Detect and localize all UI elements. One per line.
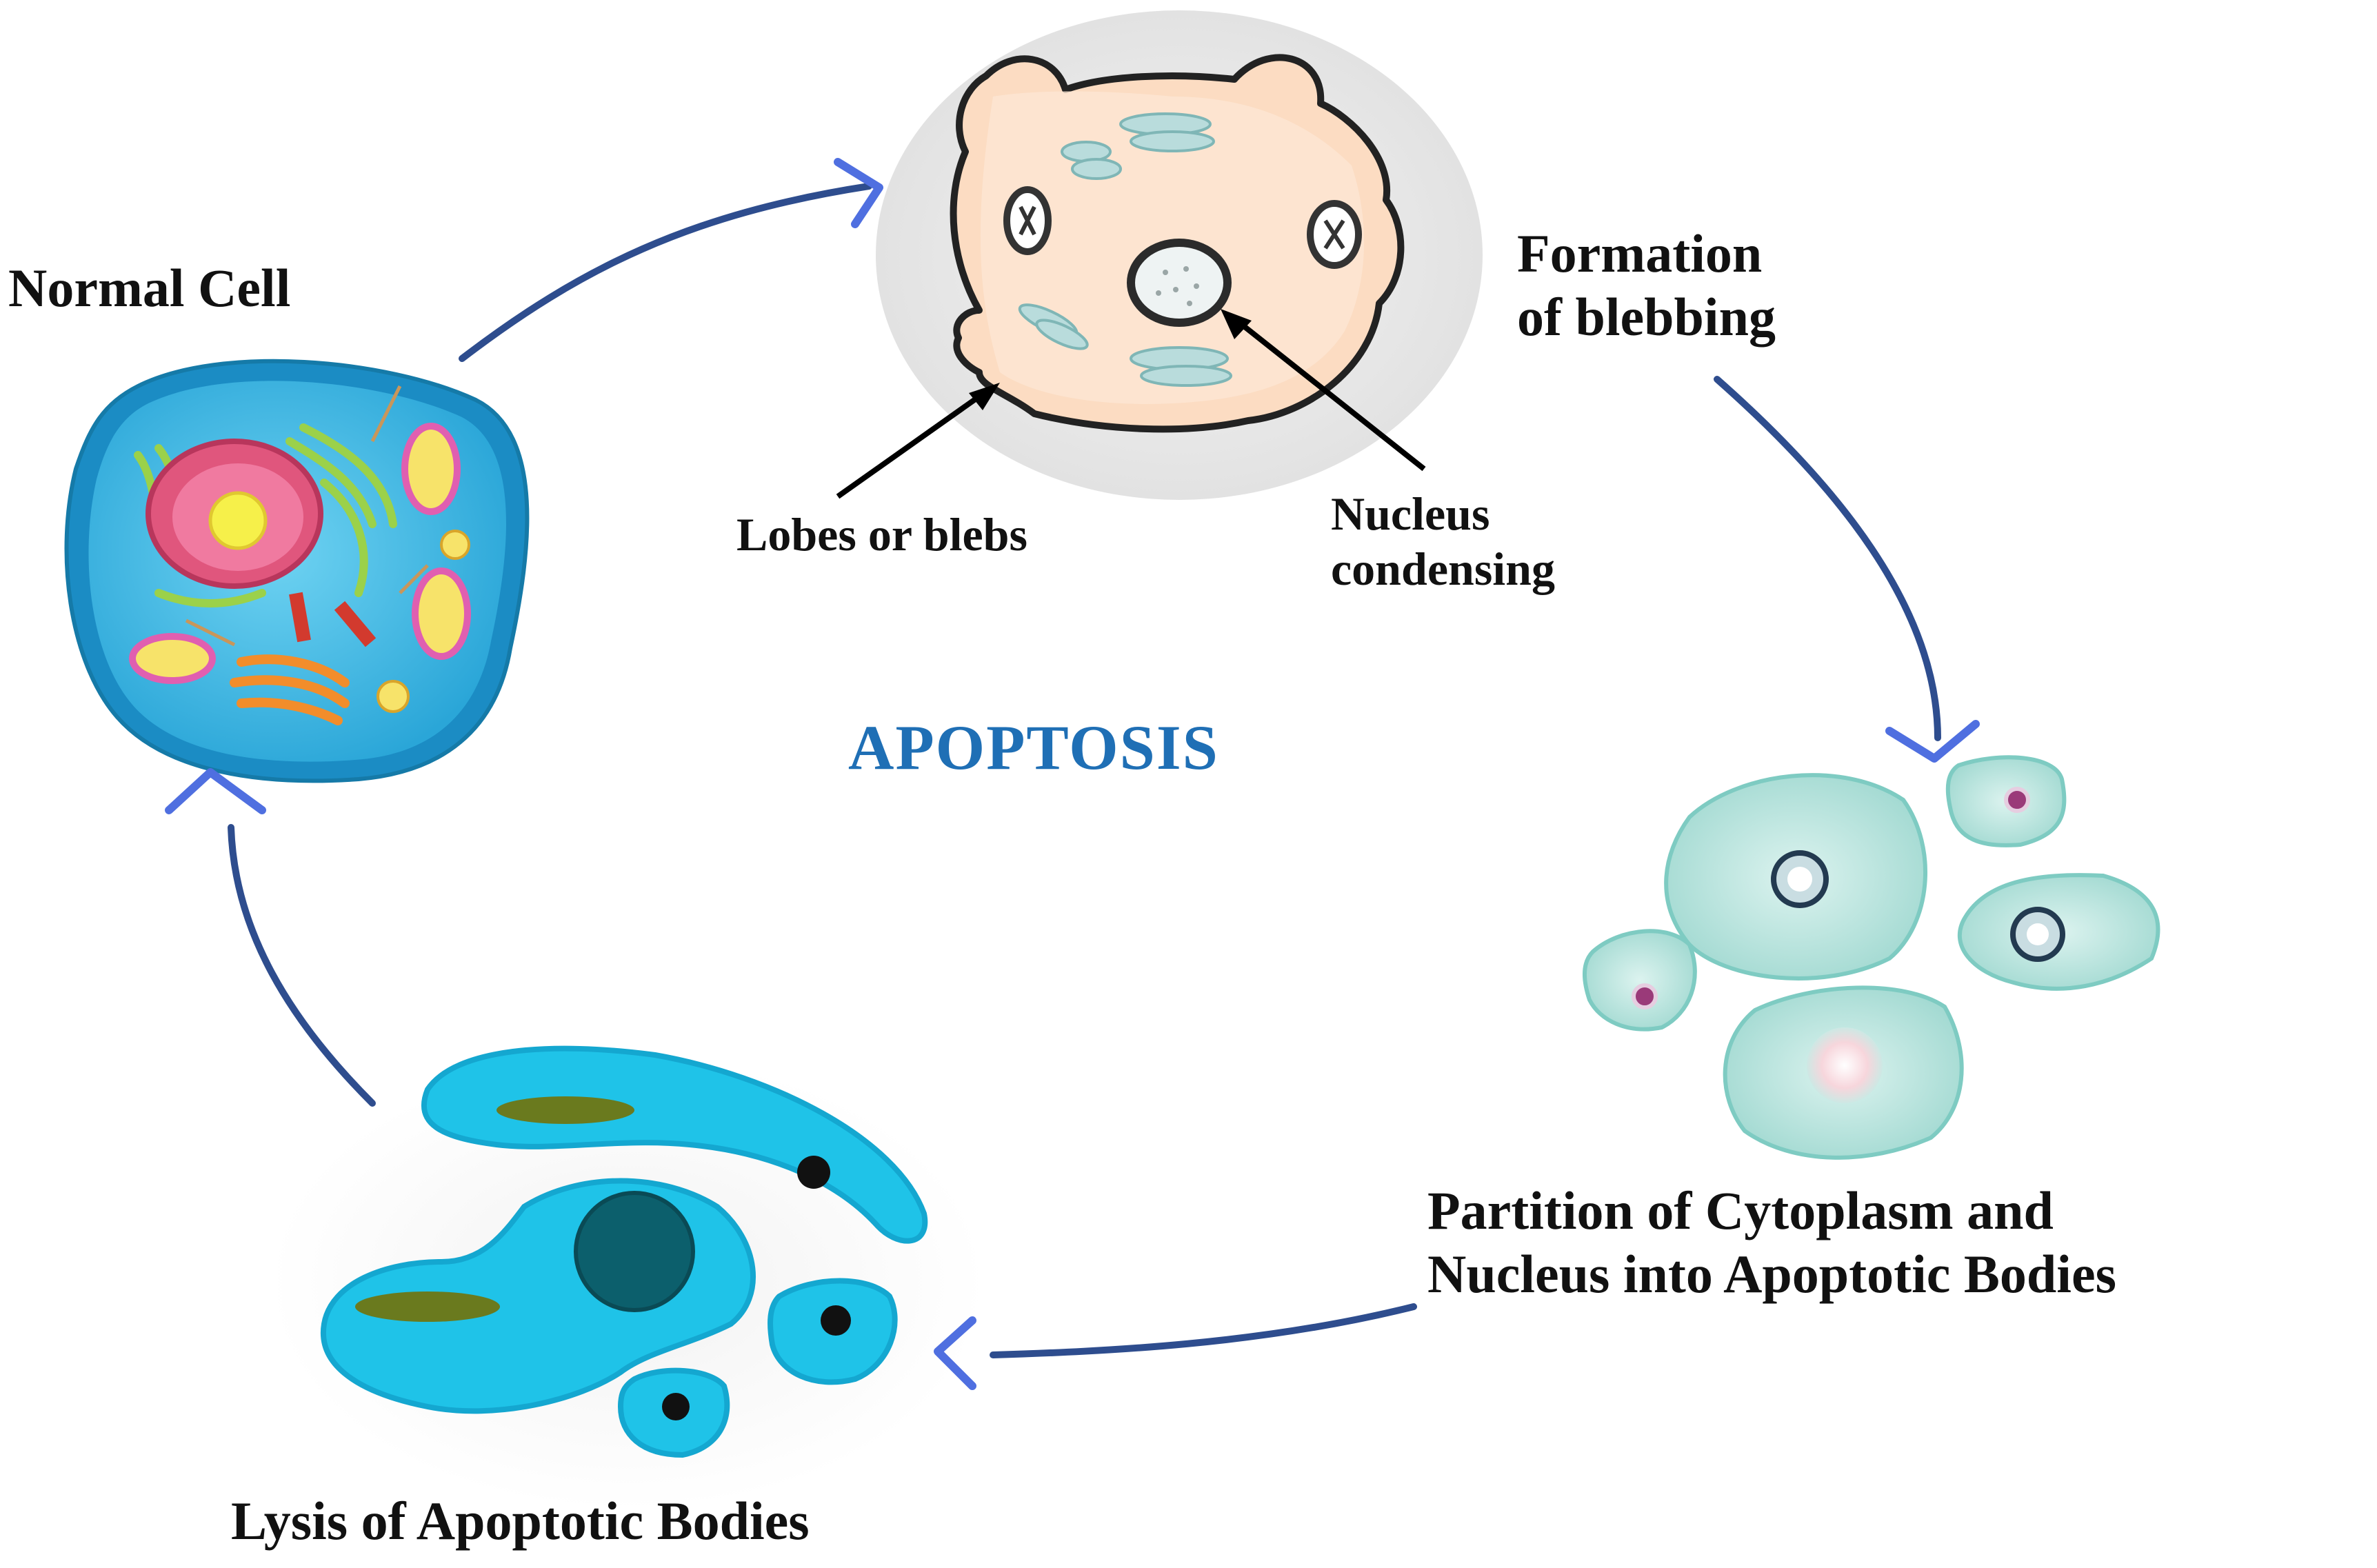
label-blebbing-line1: Formation [1517,223,1763,283]
diagram-title: APOPTOSIS [848,712,1219,783]
label-normal-cell: Normal Cell [8,258,291,318]
label-partition-line1: Partition of Cytoplasm and [1427,1180,2054,1240]
normal-cell-illustration [64,359,530,783]
label-partition-line2: Nucleus into Apoptotic Bodies [1427,1244,2116,1305]
golgi [230,654,350,725]
label-blebbing: Formation of blebbing [1517,222,1776,349]
label-nucleus-line1: Nucleus [1331,488,1490,540]
label-partition: Partition of Cytoplasm and Nucleus into … [1427,1179,2116,1306]
condensing-nucleus [1127,239,1232,327]
arrow-lysis-to-normal [165,768,376,1107]
lysis-nucleus [574,1191,695,1312]
label-lysis: Lysis of Apoptotic Bodies [231,1491,810,1551]
label-blebbing-line2: of blebbing [1517,287,1776,348]
label-lobes-or-blebs: Lobes or blebs [736,508,1027,561]
arrow-partition-to-lysis [934,1303,1417,1390]
label-nucleus-line2: condensing [1331,543,1555,596]
lysis-crescent [421,1045,928,1244]
blebbing-cell-illustration [876,10,1483,500]
mitochondria [129,423,471,684]
arrow-normal-to-blebbing [459,158,883,362]
callout-arrow-nucleus [1221,309,1426,472]
callout-arrow-lobes [836,383,1000,499]
label-nucleus-condensing: Nucleus condensing [1331,486,1555,596]
arrow-blebbing-to-partition [1714,376,1980,763]
lysis-illustration [269,1045,986,1510]
apoptotic-bodies-illustration [1583,755,2160,1160]
normal-nucleolus [208,491,268,550]
